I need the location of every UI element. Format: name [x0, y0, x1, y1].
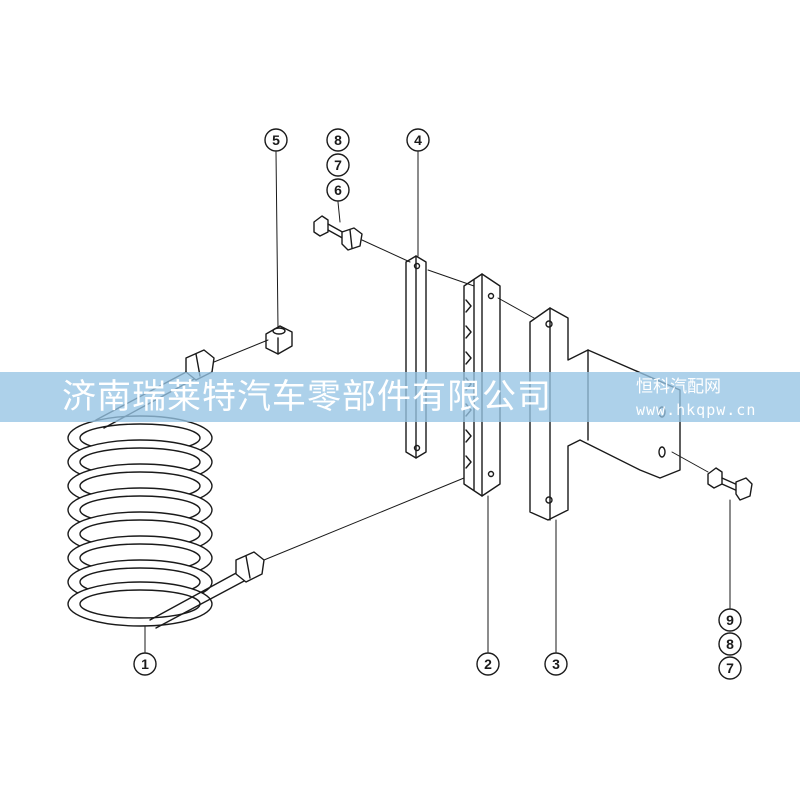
- callout-circle-8b: [718, 632, 742, 656]
- nut-part-5: [265, 325, 293, 355]
- callout-circle-6: [326, 178, 350, 202]
- callout-circle-8a: [326, 128, 350, 152]
- callout-circle-2: [476, 652, 500, 676]
- bolt-part-9: [707, 467, 753, 501]
- strap-part-4: [405, 255, 427, 459]
- callout-label-4: 4: [414, 132, 422, 148]
- callout-label-5: 5: [272, 132, 280, 148]
- callout-circle-7b: [718, 656, 742, 680]
- callout-circle-7a: [326, 153, 350, 177]
- callout-label-1: 1: [141, 656, 149, 672]
- watermark-company-name: 济南瑞莱特汽车零部件有限公司: [62, 377, 552, 417]
- watermark-site-url: www.hkqpw.cn: [636, 401, 757, 419]
- bolt-part-6: [313, 215, 363, 251]
- callout-circle-5: [264, 128, 288, 152]
- leader-lines: [144, 151, 731, 653]
- callout-label-3: 3: [552, 656, 560, 672]
- callout-label-9: 9: [726, 612, 734, 628]
- coil-tube: [67, 349, 265, 629]
- callout-label-2: 2: [484, 656, 492, 672]
- callout-label-7a: 7: [334, 157, 342, 173]
- callout-circle-1: [133, 652, 157, 676]
- callout-circle-4: [406, 128, 430, 152]
- callout-label-6: 6: [334, 182, 342, 198]
- callout-label-7b: 7: [726, 660, 734, 676]
- watermark-brand: 恒科汽配网: [636, 377, 721, 397]
- callout-circle-9: [718, 608, 742, 632]
- watermark-banner: [0, 372, 800, 422]
- callout-circle-3: [544, 652, 568, 676]
- callout-label-8b: 8: [726, 636, 734, 652]
- callout-label-8a: 8: [334, 132, 342, 148]
